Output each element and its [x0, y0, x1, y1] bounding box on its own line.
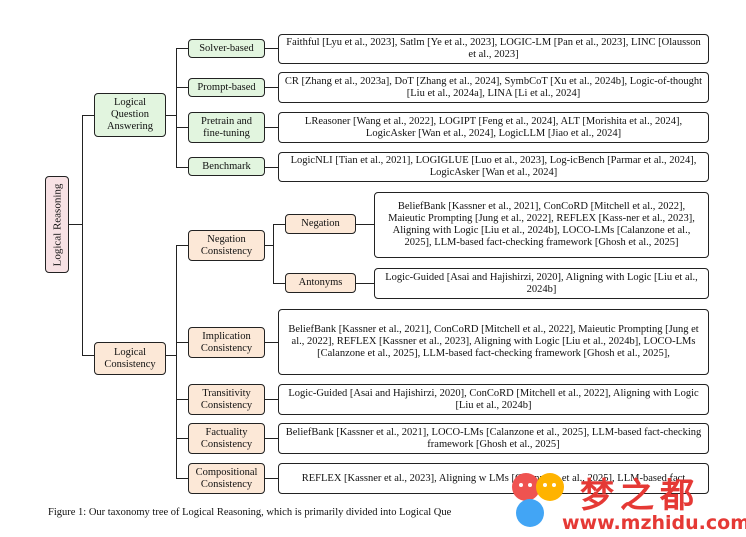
connector: [82, 115, 94, 116]
connector: [176, 48, 188, 49]
solver-leaf: Faithful [Lyu et al., 2023], Satlm [Ye e…: [278, 34, 709, 64]
watermark: 梦之都 www.mzhidu.com: [506, 462, 746, 537]
connector: [166, 355, 176, 356]
connector: [265, 399, 278, 400]
connector: [273, 224, 285, 225]
benchmark-node: Benchmark: [188, 157, 265, 176]
connector: [356, 283, 374, 284]
watermark-logo-icon: [512, 473, 564, 527]
negation-leaf: BeliefBank [Kassner et al., 2021], ConCo…: [374, 192, 709, 258]
connector: [265, 438, 278, 439]
connector: [265, 167, 278, 168]
root-node: Logical Reasoning: [45, 176, 69, 273]
connector: [176, 438, 188, 439]
lc-branch-node: Logical Consistency: [94, 342, 166, 375]
connector: [265, 342, 278, 343]
watermark-title: 梦之都: [580, 476, 700, 516]
connector: [176, 127, 188, 128]
connector: [176, 167, 188, 168]
antonyms-leaf: Logic-Guided [Asai and Hajishirzi, 2020]…: [374, 268, 709, 299]
connector: [68, 224, 82, 225]
compositional-node: Compositional Consistency: [188, 463, 265, 494]
connector: [273, 224, 274, 283]
connector: [176, 87, 188, 88]
connector: [176, 342, 188, 343]
watermark-url: www.mzhidu.com: [562, 512, 746, 534]
pretrain-node: Pretrain and fine-tuning: [188, 112, 265, 143]
connector: [265, 245, 273, 246]
connector: [82, 355, 94, 356]
connector: [176, 399, 188, 400]
negation-node: Negation: [285, 214, 356, 234]
connector: [176, 245, 188, 246]
connector: [265, 478, 278, 479]
antonyms-node: Antonyms: [285, 273, 356, 293]
factuality-leaf: BeliefBank [Kassner et al., 2021], LOCO-…: [278, 423, 709, 454]
connector: [273, 283, 285, 284]
root-label: Logical Reasoning: [51, 183, 64, 266]
connector: [82, 115, 83, 355]
connector: [176, 478, 188, 479]
prompt-based-node: Prompt-based: [188, 78, 265, 97]
benchmark-leaf: LogicNLI [Tian et al., 2021], LOGIGLUE […: [278, 152, 709, 182]
connector: [265, 87, 278, 88]
transitivity-leaf: Logic-Guided [Asai and Hajishirzi, 2020]…: [278, 384, 709, 415]
transitivity-node: Transitivity Consistency: [188, 384, 265, 415]
connector: [166, 115, 176, 116]
compositional-leaf: REFLEX [Kassner et al., 2023], Aligning …: [278, 463, 709, 494]
solver-based-node: Solver-based: [188, 39, 265, 58]
pretrain-leaf: LReasoner [Wang et al., 2022], LOGIPT [F…: [278, 112, 709, 143]
qa-branch-node: Logical Question Answering: [94, 93, 166, 137]
implication-leaf: BeliefBank [Kassner et al., 2021], ConCo…: [278, 309, 709, 375]
connector: [265, 127, 278, 128]
connector: [356, 224, 374, 225]
connector: [265, 48, 278, 49]
connector: [176, 245, 177, 478]
prompt-leaf: CR [Zhang et al., 2023a], DoT [Zhang et …: [278, 72, 709, 103]
connector: [176, 48, 177, 167]
implication-node: Implication Consistency: [188, 327, 265, 358]
factuality-node: Factuality Consistency: [188, 423, 265, 454]
figure-caption: Figure 1: Our taxonomy tree of Logical R…: [48, 507, 452, 518]
negation-consistency-node: Negation Consistency: [188, 230, 265, 261]
